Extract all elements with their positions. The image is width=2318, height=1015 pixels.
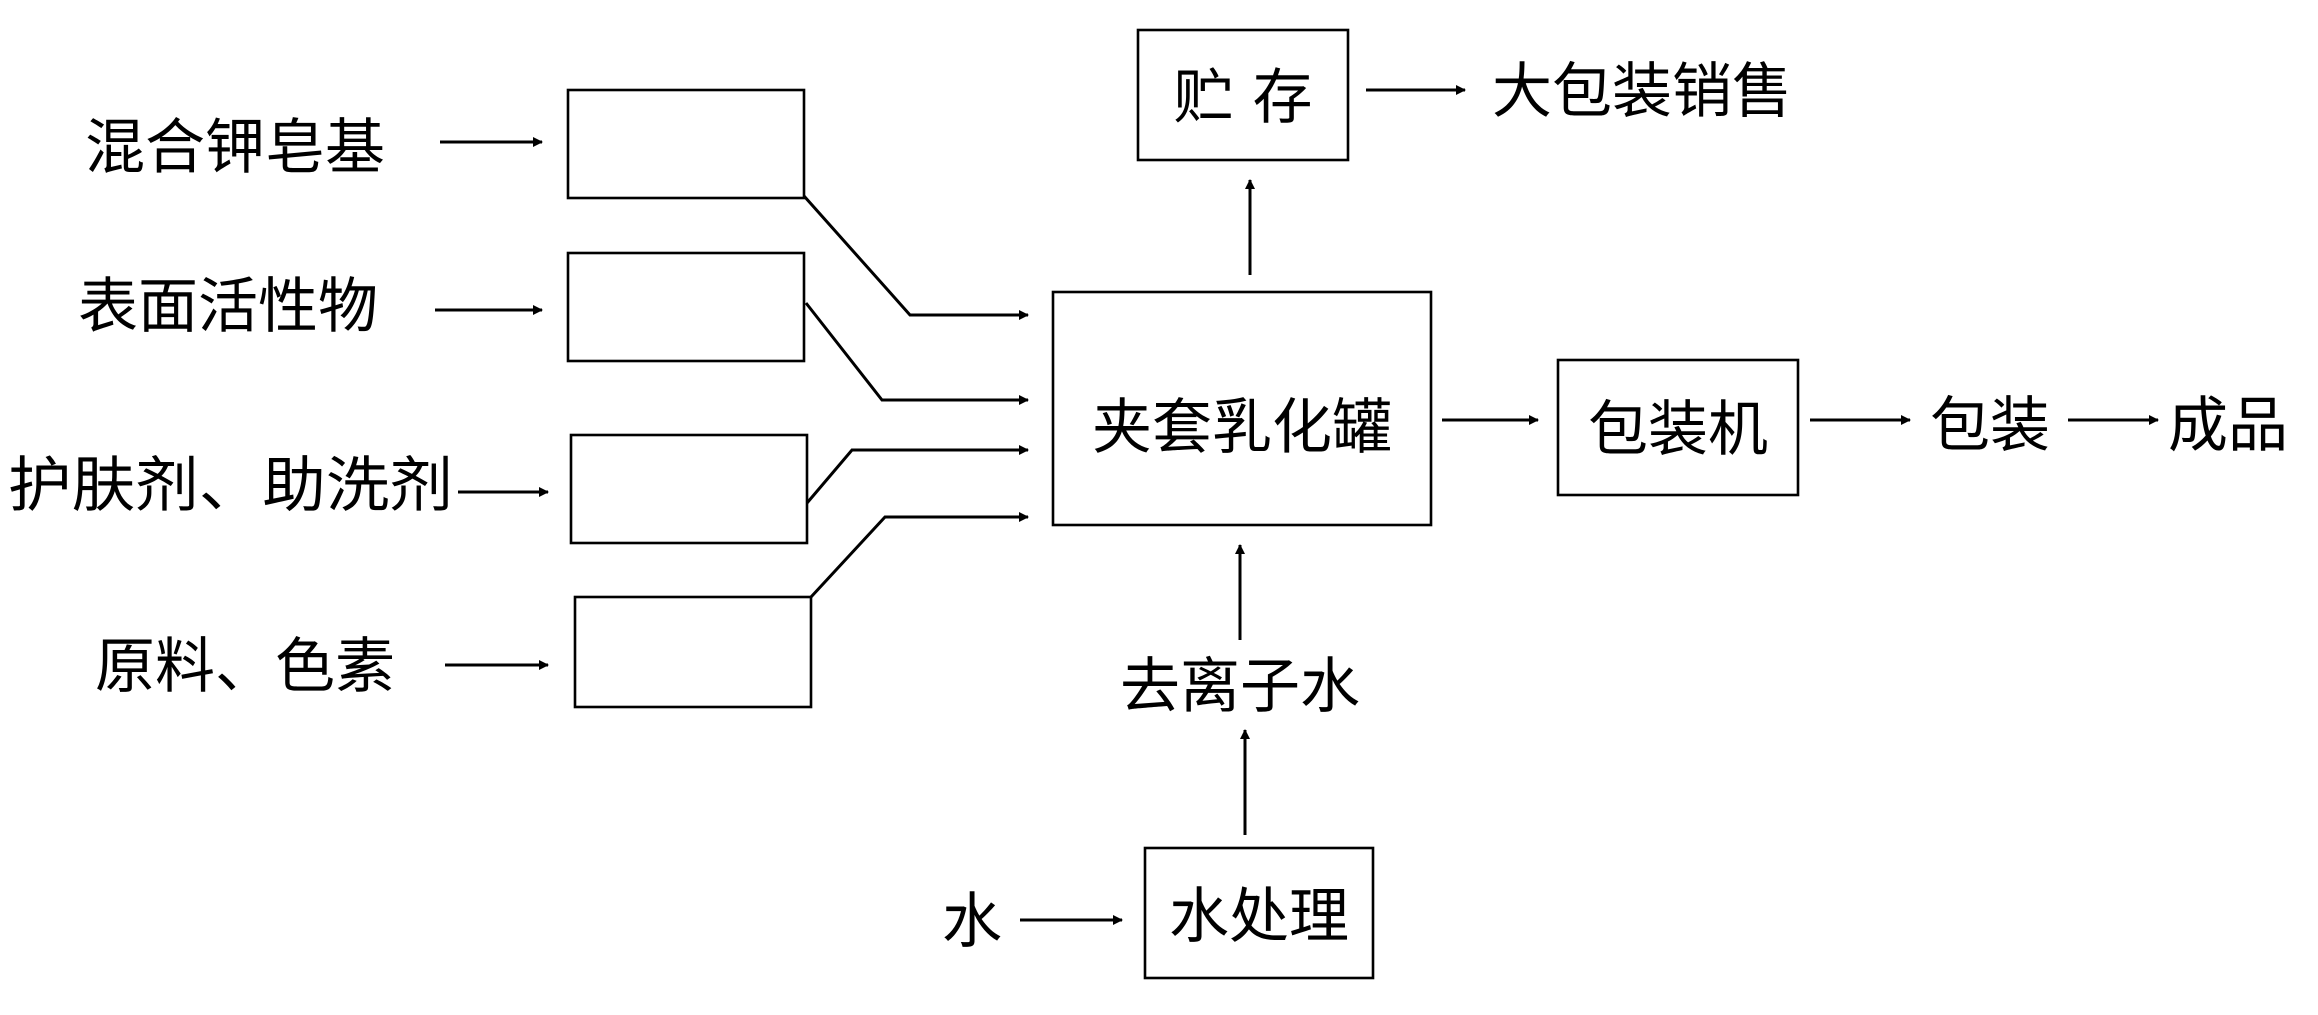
connector-soap-base-to-tank xyxy=(802,195,1029,320)
input-label-potassium-soap-base: 混合钾皂基 xyxy=(85,113,385,183)
connector-raw-material-to-tank xyxy=(809,512,1029,599)
packaging-label: 包装 xyxy=(1930,391,2050,461)
storage-box xyxy=(1136,28,1350,162)
input-label-raw-material-pigment: 原料、色素 xyxy=(95,632,395,702)
connector-skin-care-to-tank xyxy=(805,445,1029,504)
water-treatment-label: 水处理 xyxy=(1169,882,1349,952)
storage-label: 贮 存 xyxy=(1173,63,1312,133)
emulsion-tank-box xyxy=(1051,290,1433,527)
deionized-water-label: 去离子水 xyxy=(1120,652,1360,722)
input-box-surfactant xyxy=(566,251,806,363)
packing-machine-box xyxy=(1556,358,1800,497)
water-treatment-box xyxy=(1143,846,1375,980)
packing-machine-label: 包装机 xyxy=(1588,395,1768,465)
emulsion-tank-label: 夹套乳化罐 xyxy=(1092,393,1392,463)
water-label: 水 xyxy=(942,887,1002,957)
input-box-raw-material xyxy=(573,595,813,709)
input-box-soap-base xyxy=(566,88,806,200)
input-box-skin-care xyxy=(569,433,809,545)
bulk-sale-label: 大包装销售 xyxy=(1492,57,1792,127)
finished-product-label: 成品 xyxy=(2168,391,2288,461)
input-label-skin-care-agents: 护肤剂、助洗剂 xyxy=(8,451,453,521)
connector-surfactant-to-tank xyxy=(804,302,1029,405)
input-label-surfactant: 表面活性物 xyxy=(78,272,378,342)
